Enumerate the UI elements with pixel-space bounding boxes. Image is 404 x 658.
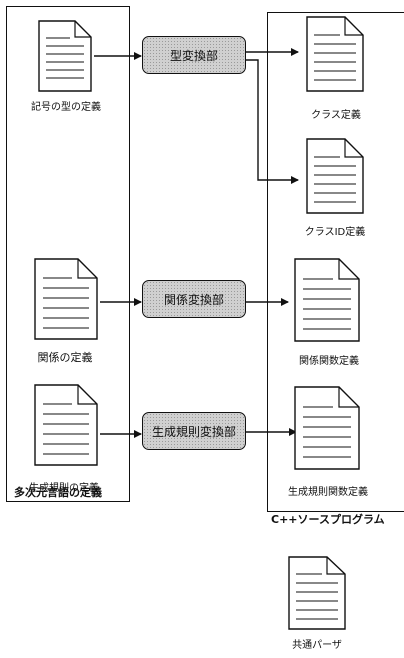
document-icon [294,258,360,342]
output-frame-title: C++ソースプログラム [271,513,385,526]
production-rule-converter-box: 生成規則変換部 [142,412,246,450]
input-label-symbol-types: 記号の型の定義 [31,102,101,113]
input-frame [6,6,130,502]
common-parser-label: 共通パーザ [292,640,342,651]
document-icon [306,16,364,92]
production-rule-converter-label: 生成規則変換部 [151,424,236,439]
document-icon [34,258,98,340]
document-icon [288,556,346,630]
document-icon [34,384,98,466]
output-frame [267,12,404,512]
output-label-production-rule-functions: 生成規則関数定義 [288,487,368,498]
type-converter-box: 型変換部 [142,36,246,74]
relation-converter-box: 関係変換部 [142,280,246,318]
input-label-production-rules: 生成規則の定義 [29,483,99,494]
output-label-relation-functions: 関係関数定義 [299,356,359,367]
input-label-relations: 関係の定義 [37,351,93,364]
input-frame-title: 多次元言語の定義 [14,486,102,499]
document-icon [294,386,360,470]
type-converter-label: 型変換部 [169,48,218,63]
document-icon [306,138,364,214]
output-label-class-definition: クラス定義 [311,110,361,121]
arrow-type-classid [246,59,299,184]
output-label-class-id-definition: クラスID定義 [304,227,366,238]
relation-converter-label: 関係変換部 [163,292,224,307]
document-icon [38,20,92,92]
